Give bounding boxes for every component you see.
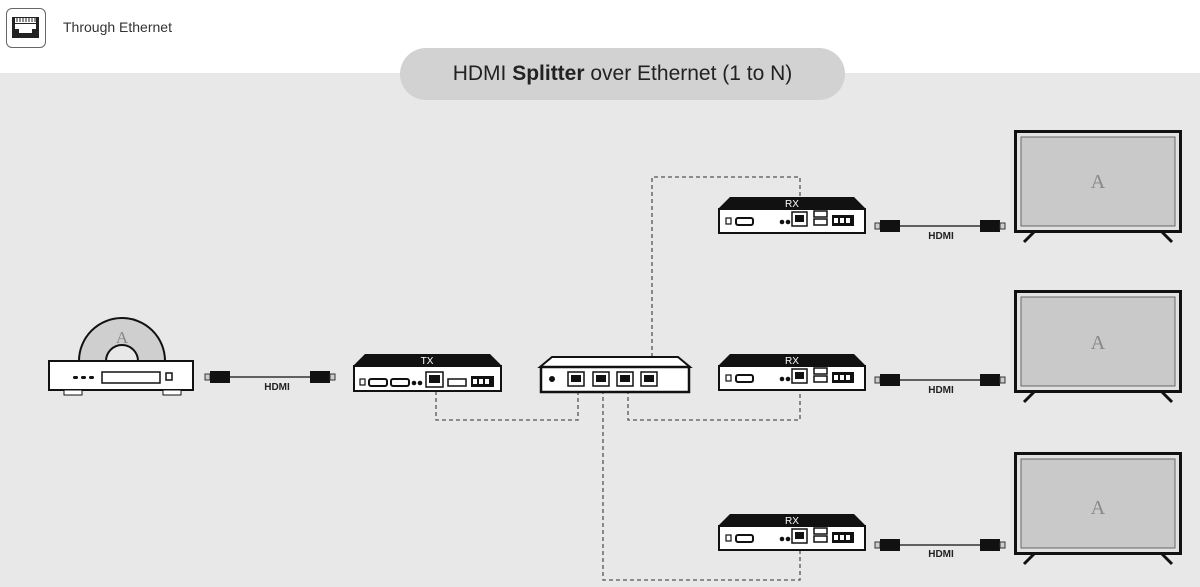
rx-receiver-2: RX xyxy=(717,353,867,391)
network-switch xyxy=(537,356,693,394)
tv-screen-label: A xyxy=(1091,171,1106,193)
rx-label: RX xyxy=(785,516,799,527)
link-switch-rx1 xyxy=(651,176,801,357)
rx-receiver-3: RX xyxy=(717,513,867,551)
cable-label: HDMI xyxy=(928,385,954,396)
banner-bold-text: Splitter xyxy=(512,62,585,85)
rx-label: RX xyxy=(785,199,799,210)
media-player: A xyxy=(48,317,194,396)
rx-label: RX xyxy=(785,356,799,367)
link-switch-rx2 xyxy=(627,390,801,421)
cable-label: HDMI xyxy=(928,231,954,242)
tv-screen-label: A xyxy=(1091,332,1106,354)
tx-transmitter: TX xyxy=(353,354,502,392)
link-switch-rx3 xyxy=(602,390,801,581)
tx-label: TX xyxy=(421,356,434,367)
ethernet-links xyxy=(435,176,801,581)
tv-screen-label: A xyxy=(1091,497,1106,519)
cable-label: HDMI xyxy=(264,382,290,393)
link-tx-switch xyxy=(435,390,579,421)
banner-text: HDMI xyxy=(452,62,513,85)
tv-display-2: A xyxy=(1014,290,1182,404)
header-title: Through Ethernet xyxy=(63,19,172,35)
disc-label: A xyxy=(116,328,129,347)
banner-text-end: over Ethernet (1 to N) xyxy=(584,62,793,85)
banner-title: HDMI Splitter over Ethernet (1 to N) xyxy=(400,48,845,100)
tv-display-1: A xyxy=(1014,130,1182,244)
cable-label: HDMI xyxy=(928,549,954,560)
rx-receiver-1: RX xyxy=(717,196,867,234)
ethernet-port-icon xyxy=(6,8,46,48)
tv-display-3: A xyxy=(1014,452,1182,566)
